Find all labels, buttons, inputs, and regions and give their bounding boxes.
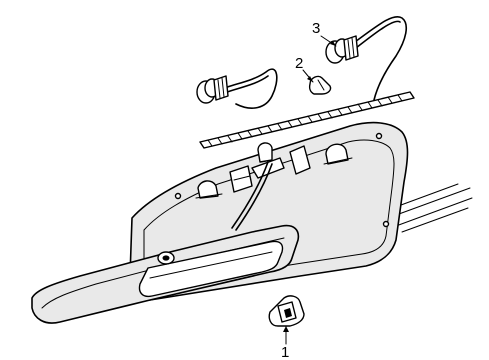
clip-right	[323, 143, 353, 165]
hole-right	[375, 132, 383, 140]
clip-center	[251, 142, 285, 179]
callout-2: 2	[295, 55, 303, 72]
callout-1: 1	[281, 344, 289, 360]
clip-center-right	[289, 145, 311, 175]
lock-cylinder	[157, 251, 175, 265]
socket-left	[196, 75, 229, 104]
harness-tape	[199, 91, 415, 149]
socket-harness	[196, 16, 415, 149]
callout-3: 3	[312, 20, 320, 37]
leader-lines	[283, 35, 337, 345]
bulb	[308, 75, 332, 95]
socket-right	[325, 35, 359, 64]
hole-left	[174, 192, 182, 200]
applique-handle	[31, 224, 300, 324]
clip-center-left	[229, 165, 253, 193]
license-lamp	[268, 295, 305, 327]
clip-left	[195, 180, 223, 199]
hole-bottom-right	[382, 220, 390, 228]
